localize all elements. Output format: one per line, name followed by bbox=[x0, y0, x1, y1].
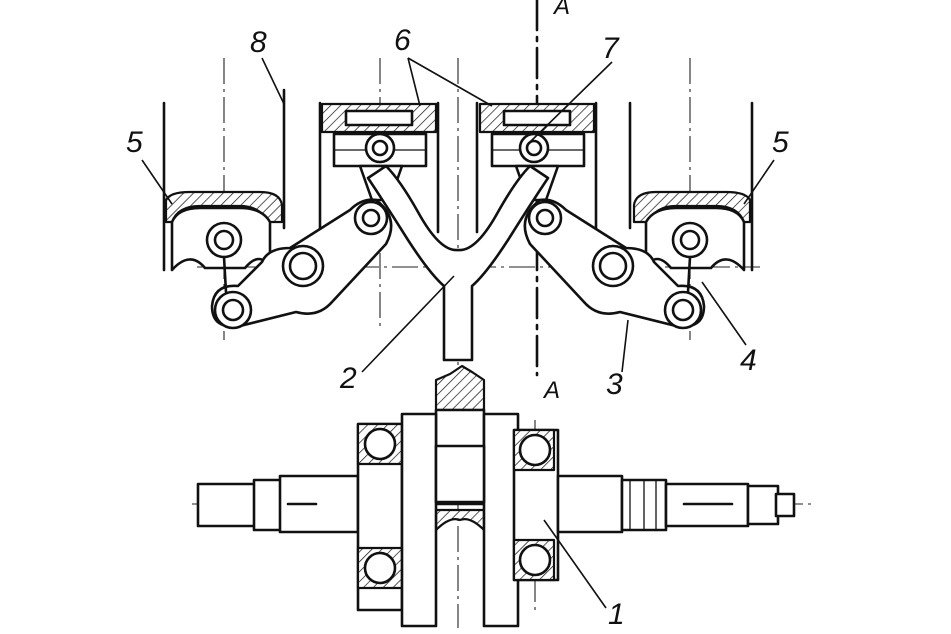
section-label-top: A bbox=[552, 0, 570, 20]
callout-6: 6 bbox=[394, 24, 411, 57]
rocker-arm-left bbox=[205, 198, 393, 330]
callout-2: 2 bbox=[339, 362, 357, 395]
cylinder-walls bbox=[162, 88, 754, 272]
callout-3: 3 bbox=[606, 368, 623, 401]
crankshaft bbox=[196, 412, 796, 628]
callout-8: 8 bbox=[250, 26, 267, 59]
callout-5-right: 5 bbox=[772, 126, 789, 159]
callout-4: 4 bbox=[740, 344, 757, 377]
rocker-arm-right bbox=[523, 198, 709, 330]
callout-5-left: 5 bbox=[126, 126, 143, 159]
yoke-link bbox=[366, 164, 550, 362]
leader-lines bbox=[141, 57, 775, 609]
section-label-bottom: A bbox=[542, 377, 560, 404]
callout-1: 1 bbox=[608, 598, 625, 631]
callout-7: 7 bbox=[602, 32, 620, 65]
